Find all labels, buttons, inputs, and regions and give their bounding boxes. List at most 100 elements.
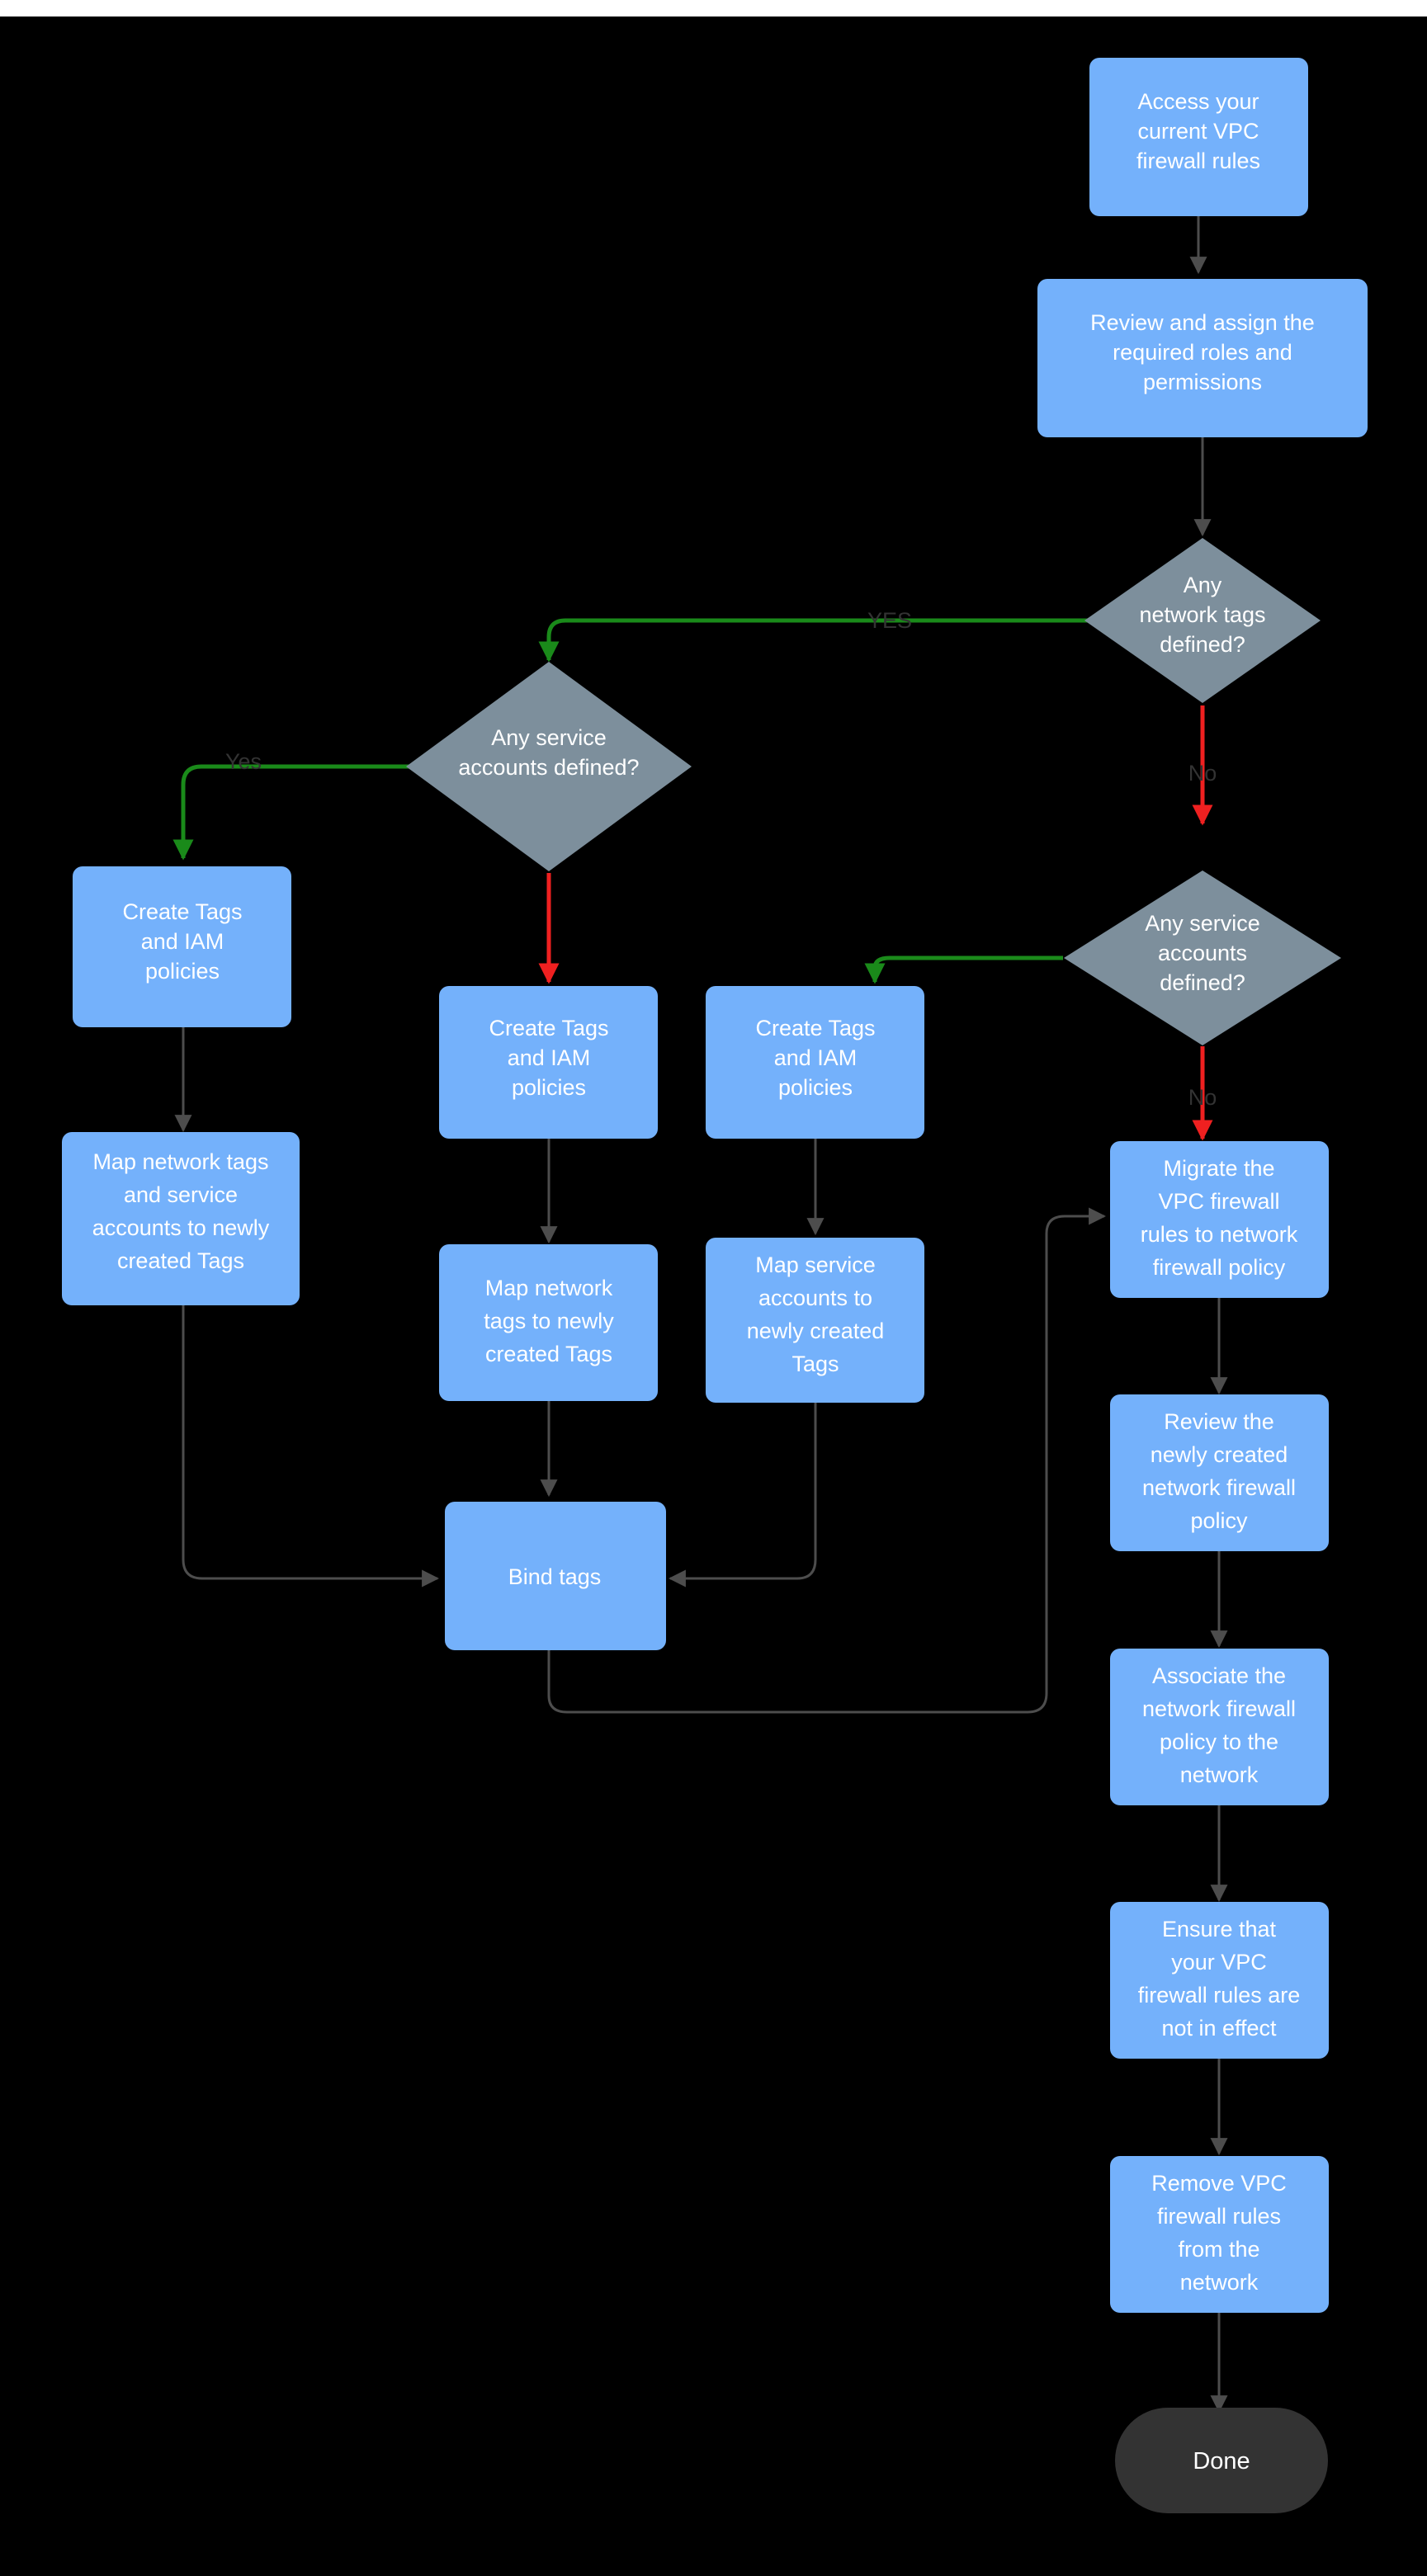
edge-network-tags-yes <box>538 618 1088 663</box>
node-label-line-1: VPC firewall <box>1158 1189 1279 1214</box>
node-label-line-2: policies <box>512 1075 586 1100</box>
node-review-roles[interactable]: Review and assign the required roles and… <box>1037 279 1368 437</box>
node-label-line-3: not in effect <box>1161 2016 1277 2041</box>
node-create-tags-iam-left[interactable]: Create Tags and IAM policies <box>73 866 291 1027</box>
node-shape[interactable] <box>1110 1141 1329 1298</box>
node-shape[interactable] <box>1110 1902 1329 2059</box>
edge-label-service-accounts-left-yes: Yes <box>225 749 262 774</box>
node-label-line-2: rules to network <box>1141 1222 1298 1247</box>
node-label-line-2: network firewall <box>1142 1475 1296 1500</box>
node-shape[interactable] <box>706 986 924 1139</box>
node-label-line-0: Review and assign the <box>1090 310 1315 335</box>
node-map-network-tags[interactable]: Map network tags to newly created Tags <box>439 1244 658 1401</box>
node-label-line-1: and IAM <box>508 1045 591 1070</box>
node-shape[interactable] <box>62 1132 300 1305</box>
node-label-line-0: Access your <box>1137 89 1259 114</box>
node-label-line-2: defined? <box>1160 632 1245 657</box>
node-shape[interactable] <box>73 866 291 1027</box>
node-label-line-0: Done <box>1193 2448 1250 2475</box>
node-associate-policy[interactable]: Associate the network firewall policy to… <box>1110 1649 1329 1805</box>
node-label-line-1: network firewall <box>1142 1696 1296 1721</box>
node-map-tags-and-service-accounts[interactable]: Map network tags and service accounts to… <box>62 1132 300 1305</box>
node-label-line-2: firewall rules are <box>1138 1983 1301 2007</box>
node-shape[interactable] <box>706 1238 924 1403</box>
node-label-line-0: Map network <box>485 1276 613 1300</box>
node-label-line-2: newly created <box>747 1319 885 1343</box>
node-label-line-1: tags to newly <box>484 1309 614 1333</box>
edge-label-network-tags-yes: YES <box>867 608 912 633</box>
node-label-line-1: and IAM <box>774 1045 858 1070</box>
node-label-line-1: your VPC <box>1171 1950 1267 1974</box>
node-migrate-rules[interactable]: Migrate the VPC firewall rules to networ… <box>1110 1141 1329 1298</box>
edge-label-network-tags-no: No <box>1188 761 1217 786</box>
node-map-service-accounts[interactable]: Map service accounts to newly created Ta… <box>706 1238 924 1403</box>
node-label-line-1: and IAM <box>141 929 224 954</box>
node-create-tags-iam-right[interactable]: Create Tags and IAM policies <box>706 986 924 1139</box>
node-q-service-accounts-right[interactable]: Any service accounts defined? <box>1064 870 1341 1045</box>
node-label-line-0: Create Tags <box>755 1016 875 1040</box>
node-label-line-2: policies <box>145 959 220 984</box>
edge-service-accounts-right-yes <box>864 955 1063 984</box>
node-remove-rules[interactable]: Remove VPC firewall rules from the netwo… <box>1110 2156 1329 2313</box>
node-label-line-3: network <box>1180 1762 1259 1787</box>
node-label-line-2: from the <box>1178 2237 1259 2262</box>
node-shape[interactable] <box>1064 870 1341 1045</box>
node-shape[interactable] <box>1037 279 1368 437</box>
node-label-line-2: accounts to newly <box>92 1215 270 1240</box>
node-label-line-0: Map service <box>755 1253 876 1277</box>
node-done[interactable]: Done <box>1115 2408 1328 2513</box>
node-shape[interactable] <box>1115 2408 1328 2513</box>
node-label-line-0: Create Tags <box>489 1016 608 1040</box>
edges-layer <box>172 216 1228 2413</box>
node-label-line-0: Any service <box>491 725 607 750</box>
node-label-line-2: policy to the <box>1160 1729 1278 1754</box>
edge-map-service-to-bind <box>668 1403 817 1588</box>
node-label-line-1: current VPC <box>1137 119 1259 144</box>
node-label-line-3: firewall policy <box>1153 1255 1286 1280</box>
node-q-network-tags[interactable]: Any network tags defined? <box>1084 538 1321 703</box>
node-label-line-3: policy <box>1190 1508 1248 1533</box>
node-shape[interactable] <box>1110 1394 1329 1551</box>
node-label-line-0: Ensure that <box>1162 1917 1277 1941</box>
edge-label-service-accounts-right-no: No <box>1188 1085 1217 1110</box>
node-label-line-2: policies <box>778 1075 853 1100</box>
node-shape[interactable] <box>1110 1649 1329 1805</box>
node-label-line-2: defined? <box>1160 970 1245 995</box>
node-label-line-0: Any service <box>1145 911 1260 936</box>
node-label-line-2: created Tags <box>485 1342 612 1366</box>
node-access-vpc-rules[interactable]: Access your current VPC firewall rules <box>1089 58 1308 216</box>
node-label-line-0: Remove VPC <box>1151 2171 1287 2196</box>
node-label-line-0: Associate the <box>1152 1663 1286 1688</box>
node-shape[interactable] <box>439 1244 658 1401</box>
edge-map-both-to-bind <box>182 1305 440 1588</box>
node-shape[interactable] <box>445 1502 666 1650</box>
edge-bind-to-migrate <box>547 1207 1107 1714</box>
node-label-line-3: network <box>1180 2270 1259 2295</box>
node-label-line-1: accounts defined? <box>458 755 639 780</box>
node-label-line-1: network tags <box>1139 602 1265 627</box>
node-label-line-0: Any <box>1184 573 1222 597</box>
node-shape[interactable] <box>1110 2156 1329 2313</box>
node-label-line-0: Map network tags <box>92 1149 268 1174</box>
node-label-line-2: permissions <box>1143 370 1262 394</box>
node-ensure-not-in-effect[interactable]: Ensure that your VPC firewall rules are … <box>1110 1902 1329 2059</box>
node-label-line-1: newly created <box>1151 1442 1288 1467</box>
node-label-line-0: Migrate the <box>1163 1156 1274 1181</box>
node-shape[interactable] <box>406 662 692 871</box>
node-label-line-1: firewall rules <box>1157 2204 1281 2229</box>
node-q-service-accounts-left[interactable]: Any service accounts defined? <box>406 662 692 871</box>
node-shape[interactable] <box>1089 58 1308 216</box>
node-create-tags-iam-mid[interactable]: Create Tags and IAM policies <box>439 986 658 1139</box>
node-shape[interactable] <box>439 986 658 1139</box>
node-label-line-0: Review the <box>1164 1409 1274 1434</box>
node-label-line-1: accounts <box>1158 941 1247 965</box>
node-label-line-0: Create Tags <box>122 899 242 924</box>
node-label-line-3: Tags <box>791 1352 839 1376</box>
node-label-line-1: and service <box>124 1182 238 1207</box>
node-bind-tags[interactable]: Bind tags <box>445 1502 666 1650</box>
node-shape[interactable] <box>1084 538 1321 703</box>
node-label-line-1: required roles and <box>1113 340 1292 365</box>
node-review-policy[interactable]: Review the newly created network firewal… <box>1110 1394 1329 1551</box>
